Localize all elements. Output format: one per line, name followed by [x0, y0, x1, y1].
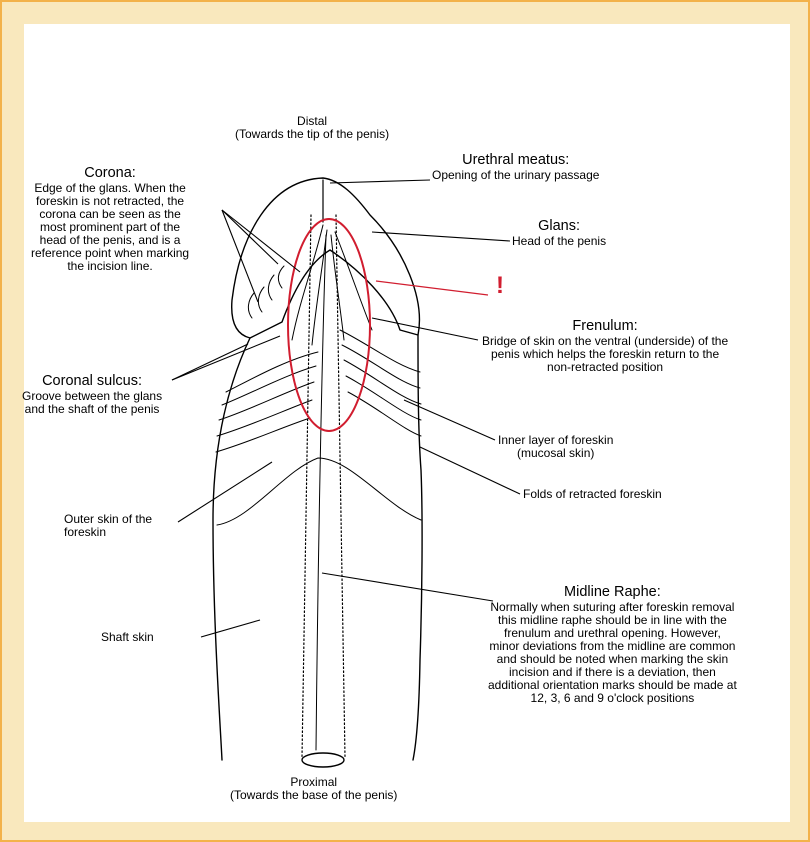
- highlight-pointer: [376, 281, 488, 295]
- distal-subtitle: (Towards the tip of the penis): [235, 128, 389, 141]
- raphe-line: 12, 3, 6 and 9 o'clock positions: [488, 692, 737, 705]
- inner-layer-label: Inner layer of foreskin (mucosal skin): [498, 434, 613, 460]
- frenulum-leader: [372, 318, 478, 340]
- corona-leader-1: [222, 210, 278, 264]
- inner-layer-line: (mucosal skin): [498, 447, 613, 460]
- glans-leader: [372, 232, 510, 241]
- proximal-subtitle: (Towards the base of the penis): [230, 789, 397, 802]
- sulcus-leader-1: [172, 344, 248, 380]
- base-ellipse: [302, 753, 344, 767]
- shaft-right-outline: [413, 335, 422, 760]
- shaft-leader: [201, 620, 260, 637]
- meatus-leader: [330, 180, 430, 183]
- corona-label: Corona: Edge of the glans. When the fore…: [31, 165, 189, 273]
- meatus-title: Urethral meatus:: [432, 152, 599, 169]
- frenulum-label: Frenulum: Bridge of skin on the ventral …: [482, 318, 728, 374]
- midline-raphe: [316, 235, 326, 750]
- glans-label: Glans: Head of the penis: [512, 218, 606, 248]
- folds-label: Folds of retracted foreskin: [523, 488, 662, 501]
- outer-skin-leader: [178, 462, 272, 522]
- shaft-label: Shaft skin: [101, 631, 154, 644]
- meatus-label: Urethral meatus: Opening of the urinary …: [432, 152, 599, 182]
- outer-skin-line: foreskin: [64, 526, 152, 539]
- raphe-title: Midline Raphe:: [488, 584, 737, 601]
- dotted-guide-right: [336, 215, 345, 757]
- foreskin-folds-right: [340, 330, 421, 436]
- frenulum-title: Frenulum:: [482, 318, 728, 335]
- corona-title: Corona:: [31, 165, 189, 182]
- glans-desc: Head of the penis: [512, 235, 606, 248]
- sulcus-line: and the shaft of the penis: [22, 403, 162, 416]
- sulcus-title: Coronal sulcus:: [22, 373, 162, 390]
- glans-title: Glans:: [512, 218, 606, 235]
- proximal-label: Proximal (Towards the base of the penis): [230, 776, 397, 802]
- outer-skin-label: Outer skin of the foreskin: [64, 513, 152, 539]
- distal-label: Distal (Towards the tip of the penis): [235, 115, 389, 141]
- highlight-mark: !: [496, 273, 504, 299]
- meatus-desc: Opening of the urinary passage: [432, 169, 599, 182]
- corona-line: the incision line.: [31, 260, 189, 273]
- sulcus-label: Coronal sulcus: Groove between the glans…: [22, 373, 162, 416]
- frenulum-line: non-retracted position: [482, 361, 728, 374]
- foreskin-folds-left: [216, 352, 318, 452]
- raphe-leader: [322, 573, 493, 601]
- raphe-label: Midline Raphe: Normally when suturing af…: [488, 584, 737, 705]
- inner-layer-leader: [404, 400, 495, 440]
